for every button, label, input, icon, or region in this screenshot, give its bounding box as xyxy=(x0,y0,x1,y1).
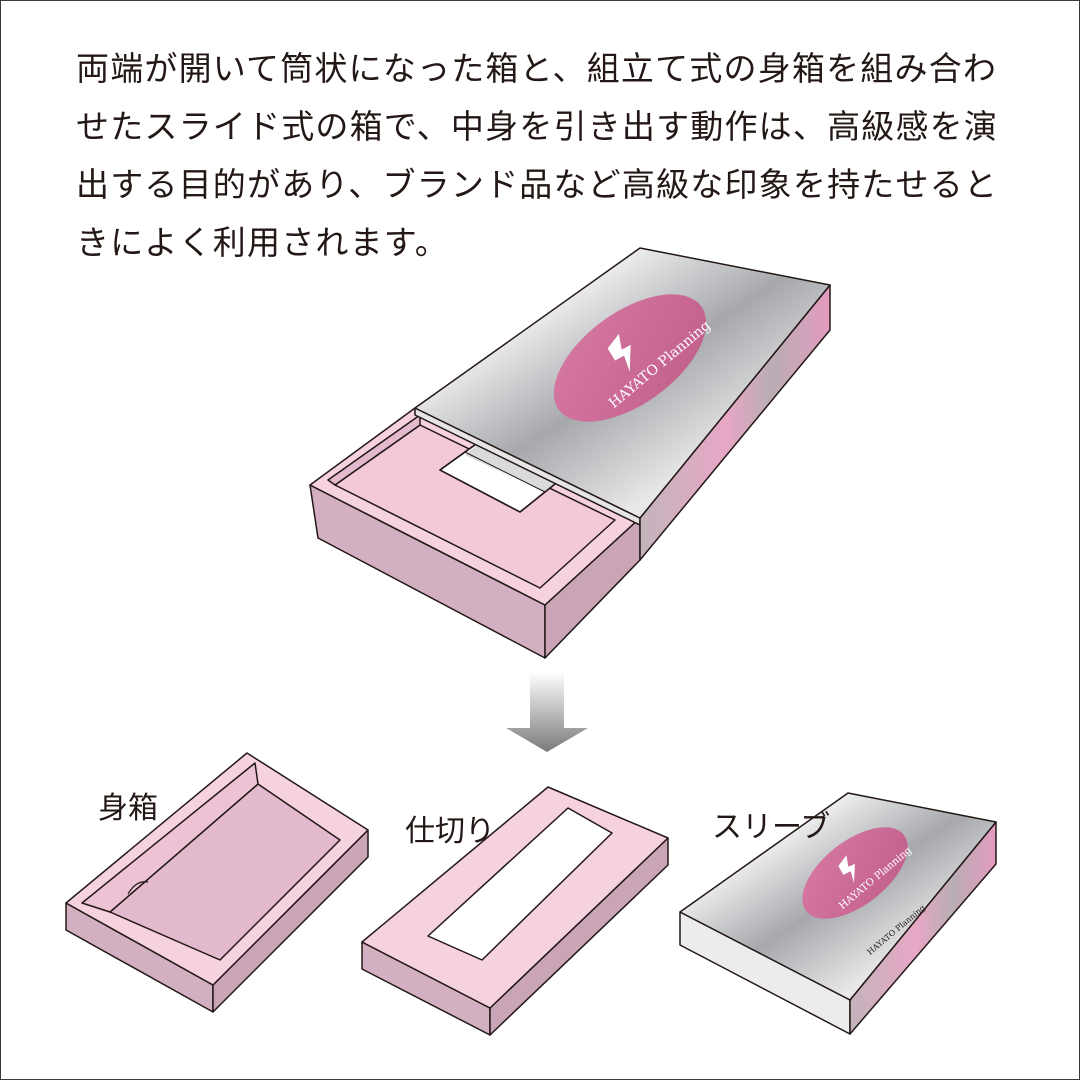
assembled-box xyxy=(309,247,831,659)
description-text: 両端が開いて筒状になった箱と、組立て式の身箱を組み合わせたスライド式の箱で、中身… xyxy=(76,49,999,262)
body-box-part xyxy=(65,752,369,1013)
divider-label: 仕切り xyxy=(405,814,495,849)
sleeve-logo-oval xyxy=(802,827,908,919)
sleeve-label: スリーブ xyxy=(712,810,831,845)
sleeve-part xyxy=(679,792,997,1035)
brand-mark-icon xyxy=(607,333,631,372)
down-arrow xyxy=(506,672,588,752)
body-box-inner-wall xyxy=(81,762,259,913)
divider-part xyxy=(361,786,669,1036)
brand-mark-icon-small xyxy=(838,855,855,883)
body-box-label: 身箱 xyxy=(98,791,158,826)
divider-cutout xyxy=(427,807,613,961)
body-box-finger-notch xyxy=(127,881,149,895)
